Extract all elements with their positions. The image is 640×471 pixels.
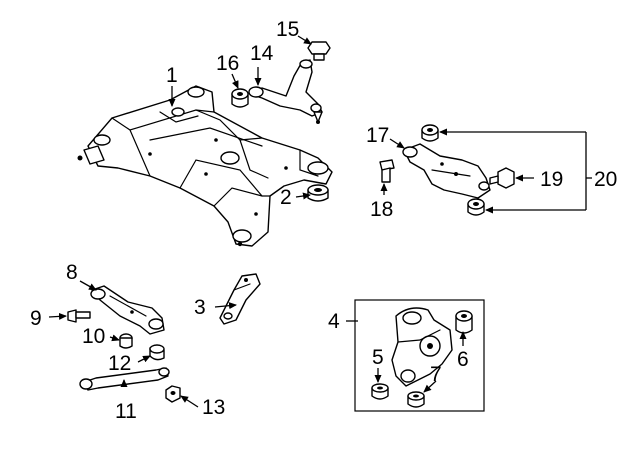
callout-1: 1	[166, 64, 178, 87]
callout-16: 16	[216, 52, 239, 75]
callout-labels: 1 2 3 4 5 6 7 8 9 10 11 12 13 14 15 16 1…	[30, 18, 617, 423]
callout-14: 14	[250, 42, 274, 65]
crossmember-mount-bushing	[307, 184, 329, 202]
knuckle-bushing-6	[455, 310, 473, 334]
crossmember-subframe	[77, 85, 333, 247]
callout-19: 19	[540, 168, 563, 191]
callout-10: 10	[82, 325, 105, 348]
lower-arm-bushing-upper	[421, 124, 439, 142]
callout-5: 5	[372, 346, 384, 369]
callout-2: 2	[280, 186, 292, 209]
bushing-16	[231, 88, 249, 108]
callout-13: 13	[202, 396, 225, 419]
callout-11: 11	[115, 400, 137, 423]
callout-9: 9	[30, 307, 42, 330]
knuckle-assembly	[391, 307, 453, 387]
knuckle-group-box	[354, 299, 485, 412]
callout-6: 6	[457, 348, 469, 371]
callout-20: 20	[594, 168, 617, 191]
callout-12: 12	[108, 352, 131, 375]
bolt-12	[149, 344, 165, 361]
upper-link	[90, 285, 165, 335]
knuckle-bushing-5	[371, 383, 389, 400]
callout-15: 15	[276, 18, 299, 41]
callout-18: 18	[370, 198, 393, 221]
stabilizer-bracket	[219, 273, 261, 325]
leader-lines	[48, 35, 592, 408]
bolt-10	[119, 333, 133, 349]
nut-13	[165, 385, 181, 403]
bolt-15	[307, 41, 331, 61]
bolt-19	[489, 167, 515, 189]
bolt-9	[67, 309, 91, 323]
lower-control-arm	[402, 143, 491, 199]
callout-17: 17	[366, 124, 389, 147]
callout-7: 7	[430, 363, 442, 386]
upper-control-arm	[248, 59, 323, 124]
lower-arm-bushing-lower	[467, 198, 485, 216]
callout-8: 8	[66, 261, 78, 284]
bolt-18	[379, 159, 395, 183]
callout-3: 3	[194, 296, 206, 319]
callout-4: 4	[328, 310, 340, 333]
knuckle-bushing-7	[407, 391, 425, 408]
